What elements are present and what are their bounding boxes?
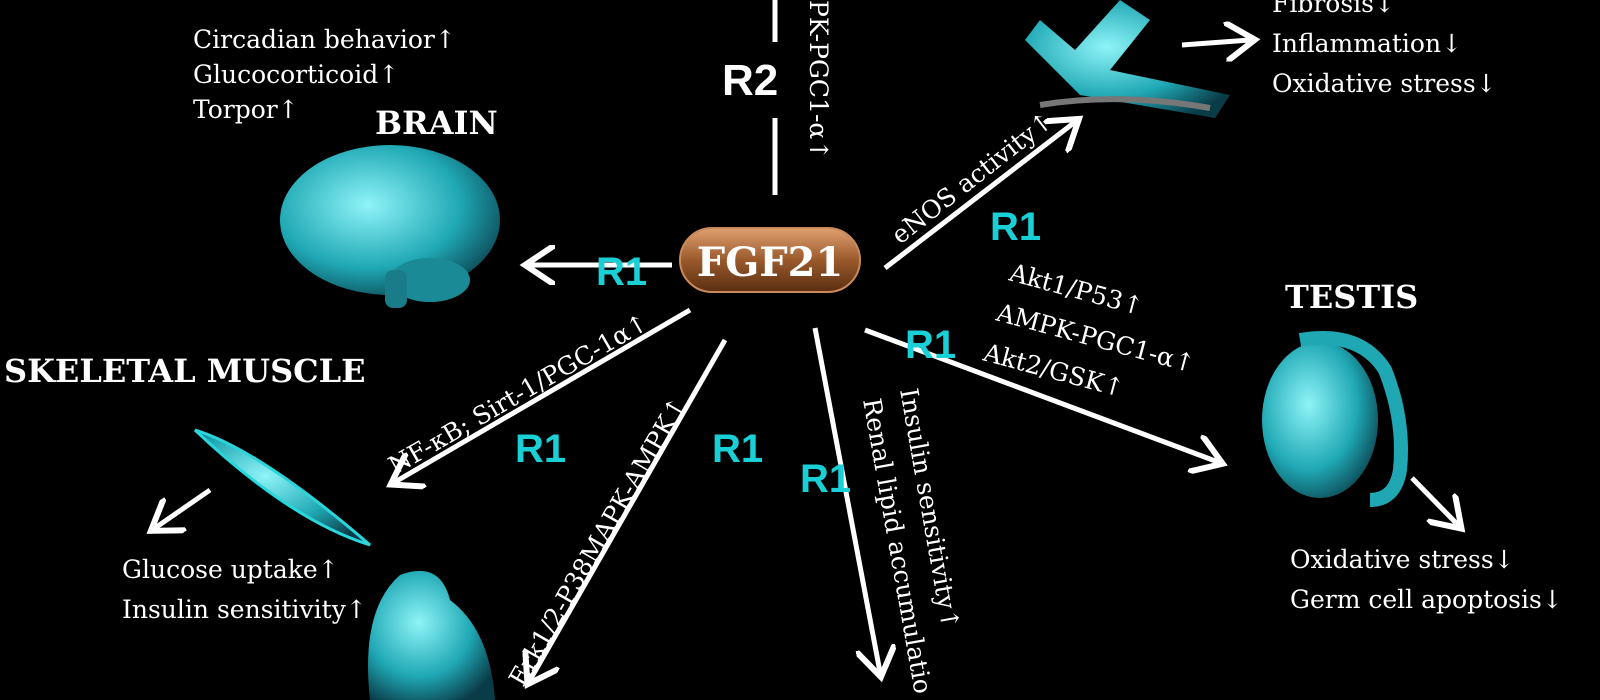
brain-receptor: R1: [596, 250, 647, 294]
muscle-receptor: R1: [515, 427, 566, 471]
heart-image: [368, 570, 495, 700]
brain-effect-2: Glucocorticoid↑: [193, 60, 399, 89]
vessel-effect-3: Oxidative stress↓: [1272, 69, 1497, 98]
arrow-to-heart: [530, 338, 728, 680]
arrow-to-muscle: [395, 307, 692, 482]
top-pathway: PK-PGC1-α↑: [804, 0, 833, 160]
arrow-to-testis: [864, 327, 1218, 462]
arrow-testis-effects: [1410, 476, 1458, 525]
testis-receptor: R1: [905, 323, 956, 367]
testis-effect-2: Germ cell apoptosis↓: [1290, 585, 1563, 614]
muscle-effect-2: Insulin sensitivity↑: [122, 595, 367, 624]
testis-image: [1262, 331, 1408, 507]
r2-label: R2: [722, 56, 778, 105]
arrow-to-kidney: [812, 327, 880, 672]
brain-effect-3: Torpor↑: [193, 95, 299, 124]
muscle-title: SKELETAL MUSCLE: [4, 352, 366, 390]
muscle-effect-1: Glucose uptake↑: [122, 555, 339, 584]
arrow-muscle-effects: [155, 487, 212, 528]
hub-label: FGF21: [697, 239, 844, 286]
arrow-vessel-effects: [1181, 40, 1250, 45]
brain-image: [280, 145, 500, 308]
testis-effect-1: Oxidative stress↓: [1290, 545, 1515, 574]
vessel-effect-2: Inflammation↓: [1272, 29, 1462, 58]
brain-effect-1: Circadian behavior↑: [193, 25, 456, 54]
fgf21-hub: FGF21: [679, 227, 861, 293]
brain-title: BRAIN: [375, 104, 498, 142]
vessel-receptor: R1: [990, 205, 1041, 249]
vessel-effect-1: Fibrosis↓: [1272, 0, 1395, 18]
muscle-image: [193, 428, 371, 547]
heart-receptor: R1: [712, 427, 763, 471]
vessel-image: [1025, 0, 1230, 118]
arrow-to-vessel: [883, 122, 1075, 270]
testis-title: TESTIS: [1285, 278, 1418, 316]
kidney-receptor: R1: [800, 457, 851, 501]
